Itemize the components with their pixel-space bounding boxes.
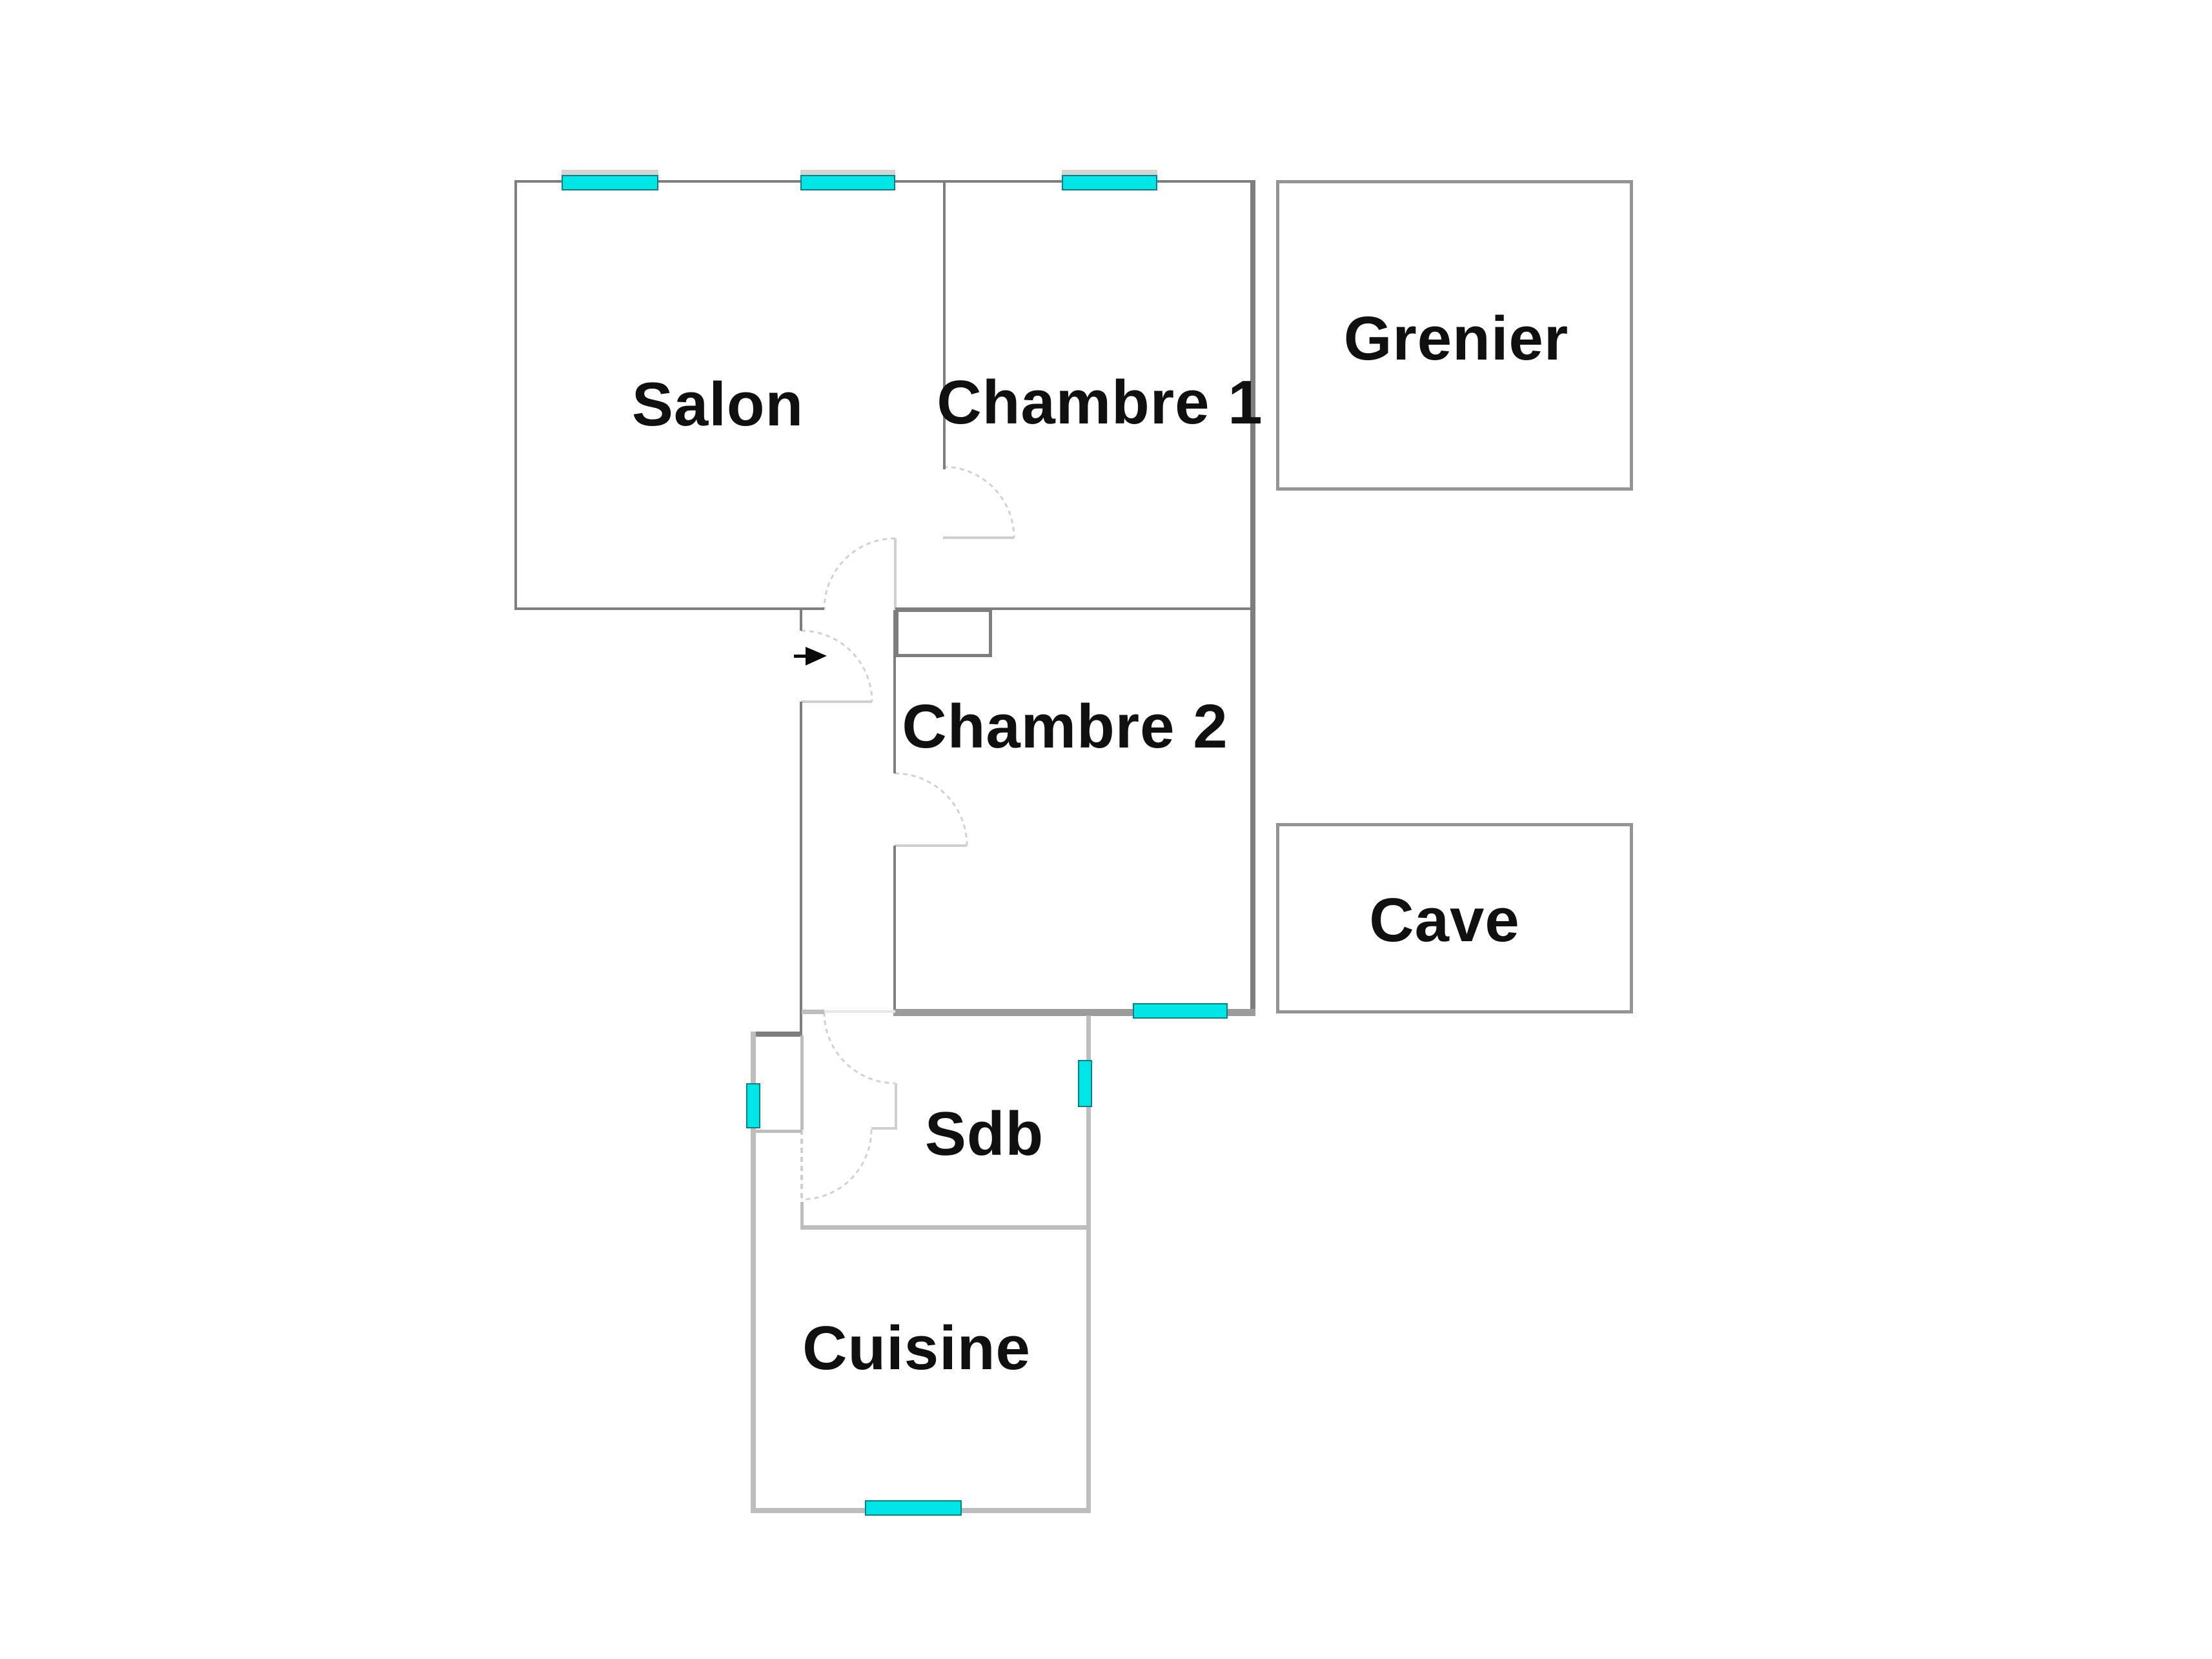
salon-window-1-cap xyxy=(562,170,658,176)
chambre1-window xyxy=(1062,175,1157,190)
cuisine-left-wall xyxy=(751,1032,756,1512)
cuisine-sill-line xyxy=(751,1130,802,1133)
chambre1-door-arc xyxy=(942,465,1015,538)
hall-left-stub xyxy=(800,610,802,631)
entry-arrow-tail xyxy=(794,655,806,658)
entry-arrow-icon xyxy=(806,647,827,666)
cuisine-sdb-door-arc xyxy=(801,1129,873,1201)
cave-box xyxy=(1276,823,1633,1013)
chambre2-top-wall xyxy=(895,607,1255,610)
sdb-window xyxy=(1078,1060,1092,1107)
sdb-top-stub xyxy=(802,1010,824,1014)
double-basin-box xyxy=(895,609,992,657)
cuisine-left-window xyxy=(746,1083,760,1128)
room-label-chambre2: Chambre 2 xyxy=(902,692,1228,761)
salon-chambre1-wall xyxy=(943,180,946,469)
salon-window-1 xyxy=(562,175,658,190)
chambre1-window-cap xyxy=(1062,170,1157,176)
sdb-threshold xyxy=(824,1010,895,1013)
salon-window-2 xyxy=(800,175,895,190)
right-wall xyxy=(1250,180,1255,1016)
room-label-sdb: Sdb xyxy=(924,1099,1044,1168)
salon-door-arc xyxy=(823,537,896,610)
salon-left-wall xyxy=(514,180,517,610)
salon-window-2-cap xyxy=(800,170,895,176)
room-label-cuisine: Cuisine xyxy=(802,1314,1031,1383)
sdb-left-lower xyxy=(800,1202,804,1230)
grenier-box xyxy=(1276,180,1633,491)
cuisine-top-wall xyxy=(751,1032,802,1037)
hall-right-lower xyxy=(893,846,896,1013)
sdb-bottom-wall xyxy=(802,1225,1091,1230)
entry-door-arc xyxy=(800,629,873,702)
chambre2-door-arc xyxy=(894,772,968,846)
sdb-left-upper xyxy=(800,1035,804,1130)
sdb-fixture-v xyxy=(895,1083,897,1128)
sdb-fixture-h xyxy=(871,1127,897,1130)
chambre2-bottom-wall xyxy=(893,1009,1255,1016)
salon-bottom-wall xyxy=(514,607,824,610)
chambre2-window xyxy=(1133,1003,1228,1019)
hall-left-wall xyxy=(800,702,802,1035)
cuisine-bottom-window xyxy=(865,1500,962,1516)
room-label-chambre1: Chambre 1 xyxy=(937,368,1263,437)
room-label-salon: Salon xyxy=(631,370,804,439)
sdb-door-arc xyxy=(823,1012,896,1084)
sdb-cuisine-right-wall xyxy=(1086,1015,1091,1512)
hall-right-upper xyxy=(893,610,896,773)
room-label-cave: Cave xyxy=(1369,886,1520,955)
room-label-grenier: Grenier xyxy=(1343,304,1569,373)
